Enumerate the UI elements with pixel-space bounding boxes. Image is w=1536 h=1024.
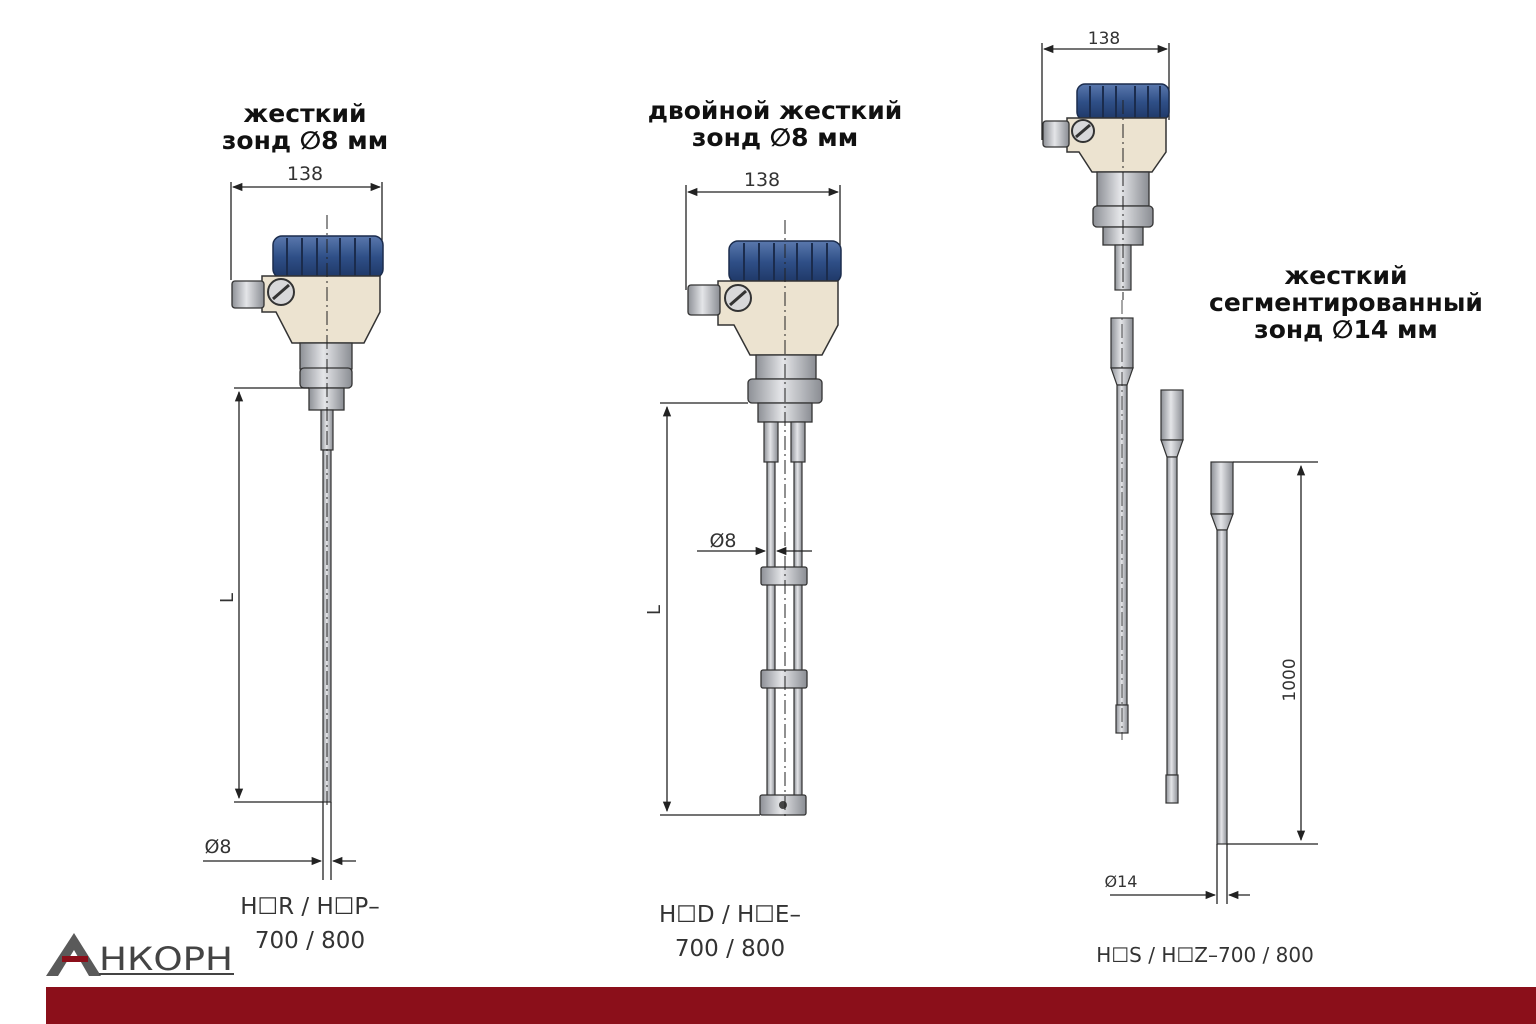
rod-segment (1160, 389, 1184, 804)
probe-rod-left (766, 461, 776, 797)
neck (755, 354, 817, 380)
probe-1-title-line1: жесткий (243, 99, 367, 128)
probe-3-title: жесткий сегментированный зонд ∅14 мм (1190, 262, 1502, 343)
probe-2-model-line1: H☐D / H☐E– (659, 902, 801, 928)
spacer-clamp (760, 669, 808, 689)
dimension-diameter (1110, 844, 1250, 904)
probe-1-model-line2: 700 / 800 (254, 928, 366, 954)
probe-rod-right (793, 461, 803, 797)
probe-3-title-line3: зонд ∅14 мм (1254, 315, 1438, 344)
dimension-diameter (203, 802, 356, 880)
probe-single-rigid: 138 L (203, 163, 384, 880)
probe-1-title-line2: зонд ∅8 мм (221, 126, 389, 155)
probe-3-model-line1: H☐S / H☐Z–700 / 800 (1096, 943, 1314, 967)
adapter-right (790, 421, 806, 463)
logo-text: НКОРН (99, 940, 233, 978)
probe-2-model-line2: 700 / 800 (674, 936, 786, 962)
dimension-length (234, 387, 323, 803)
rod-segment (1210, 461, 1234, 845)
dimension-diameter-label: Ø8 (204, 836, 231, 858)
spacer-clamp (760, 566, 808, 586)
dimension-width-label: 138 (287, 163, 323, 185)
screw-icon (267, 278, 295, 306)
dimension-width-label: 138 (1088, 29, 1120, 49)
probe-3-title-line1: жесткий (1284, 261, 1408, 290)
probe-3-title-line2: сегментированный (1209, 288, 1483, 317)
probe-2-title-line1: двойной жесткий (647, 96, 903, 125)
probe-segmented-rigid: 138 (1041, 29, 1318, 904)
probe-2-model: H☐D / H☐E– 700 / 800 (620, 898, 840, 966)
screw-icon (1071, 119, 1095, 143)
dimension-length-label: L (644, 605, 665, 615)
cable-gland (231, 280, 265, 309)
cable-gland (687, 284, 721, 316)
dimension-length-label: 1000 (1280, 658, 1300, 701)
probe-1-model-line1: H☐R / H☐P– (240, 894, 380, 920)
dimension-length (1227, 461, 1318, 845)
dimension-width-label: 138 (744, 169, 780, 191)
footer-bar (46, 987, 1536, 1024)
rod-segment (1110, 300, 1134, 740)
dimension-length (660, 402, 760, 816)
blue-cap (272, 235, 384, 279)
dimension-diameter-label: Ø14 (1105, 872, 1138, 891)
neck (299, 342, 353, 370)
probe-double-rigid: 138 L (644, 169, 842, 820)
company-logo: НКОРН (46, 933, 234, 978)
dimension-length-label: L (217, 593, 238, 603)
probe-1-model: H☐R / H☐P– 700 / 800 (200, 890, 420, 958)
probe-2-title: двойной жесткий зонд ∅8 мм (620, 97, 930, 151)
adapter-left (763, 421, 779, 463)
cable-gland (1042, 120, 1070, 148)
dimension-diameter-label: Ø8 (709, 530, 736, 552)
hex-nut (299, 367, 353, 389)
probe-2-title-line2: зонд ∅8 мм (691, 123, 859, 152)
probe-3-model: H☐S / H☐Z–700 / 800 (1070, 938, 1340, 972)
screw-icon (724, 284, 752, 312)
probe-1-title: жесткий зонд ∅8 мм (200, 100, 410, 154)
